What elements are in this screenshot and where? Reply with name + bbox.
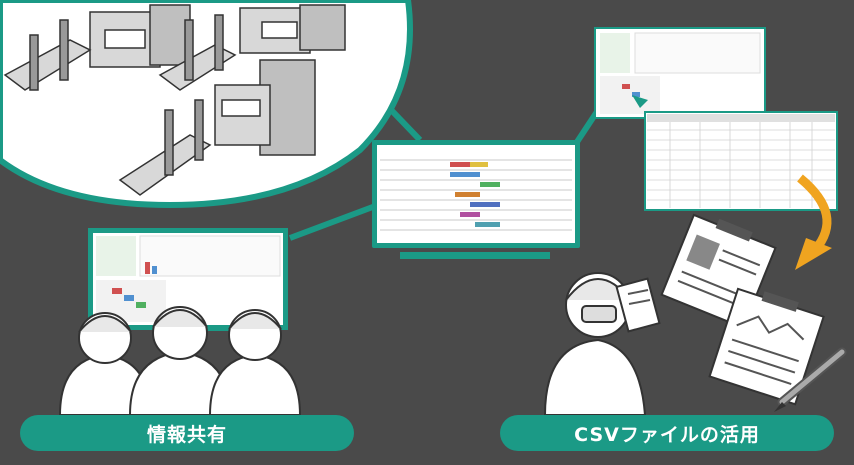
connector-monitor-board — [288, 202, 380, 241]
curved-arrow-icon — [795, 174, 832, 270]
pen-icon — [774, 347, 847, 412]
info-share-label: 情報共有 — [20, 415, 354, 451]
worker-icon — [58, 306, 302, 416]
factory-machine-illustration — [0, 0, 413, 209]
spreadsheet-icon — [594, 27, 766, 119]
worker-icon — [543, 272, 661, 416]
report-document-icon — [660, 213, 825, 406]
pointer-icon — [632, 95, 648, 108]
csv-use-label: CSVファイルの活用 — [500, 415, 834, 451]
monitor-icon — [372, 140, 580, 259]
spreadsheet-icon — [644, 111, 838, 211]
